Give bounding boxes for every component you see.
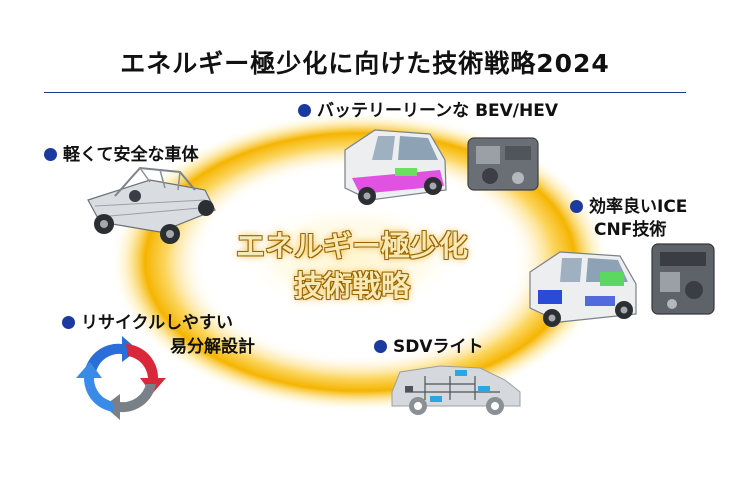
item-sdv-light: SDVライト: [374, 336, 484, 358]
page-title: エネルギー極少化に向けた技術戦略2024: [120, 49, 610, 78]
center-glow: [242, 203, 462, 313]
ice-car-illustration: [529, 251, 637, 327]
bullet-icon: [44, 148, 57, 161]
recycle-cycle-icon: [76, 336, 166, 420]
center-strategy-text: エネルギー極少化 技術戦略: [222, 226, 482, 306]
item-cnf-tech: CNF技術: [594, 219, 666, 241]
battery-engine-illustration: [467, 137, 539, 191]
item-recyclable: リサイクルしやすい: [62, 312, 233, 334]
center-line-2: 技術戦略: [293, 269, 410, 303]
ice-engine-illustration: [651, 243, 715, 315]
item-body-label: 軽くて安全な車体: [63, 145, 199, 165]
item-recycle-label: リサイクルしやすい: [81, 313, 233, 333]
title-divider: [44, 92, 686, 93]
item-ice-label: 効率良いICE: [589, 197, 688, 217]
item-cnf-label: CNF技術: [594, 220, 667, 240]
bev-car-illustration: [344, 129, 447, 205]
item-light-safe-body: 軽くて安全な車体: [44, 144, 199, 166]
bullet-icon: [374, 340, 387, 353]
item-battery-lean: バッテリーリーンな BEV/HEV: [298, 100, 558, 122]
bullet-icon: [62, 316, 75, 329]
body-frame-illustration: [87, 166, 216, 244]
bullet-icon: [298, 104, 311, 117]
item-battery-label: バッテリーリーンな BEV/HEV: [317, 101, 559, 121]
sdv-car-illustration: [391, 365, 521, 415]
item-disassembly-label: 易分解設計: [170, 337, 255, 357]
item-efficient-ice: 効率良いICE: [570, 196, 687, 218]
bullet-icon: [570, 200, 583, 213]
item-easy-disassembly: 易分解設計: [170, 336, 255, 358]
center-line-1: エネルギー極少化: [235, 229, 468, 263]
item-sdv-label: SDVライト: [393, 337, 484, 357]
